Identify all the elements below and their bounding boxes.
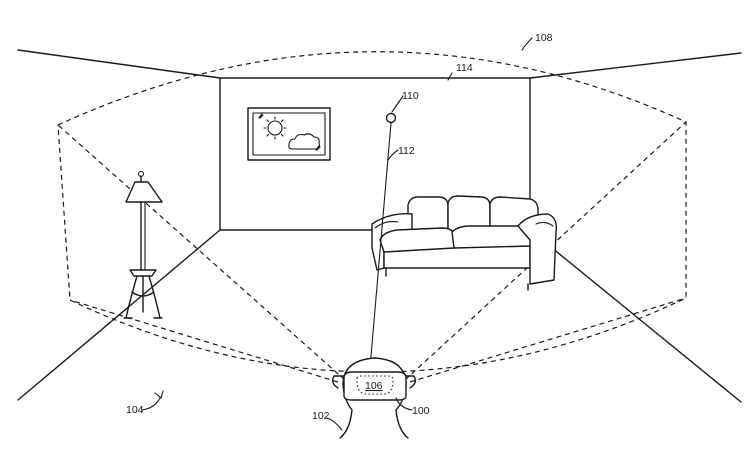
label-102: 102 <box>312 410 330 422</box>
floor-lamp <box>124 172 162 319</box>
label-106: 106 <box>365 380 383 392</box>
target-point <box>387 114 396 123</box>
label-112: 112 <box>398 145 415 157</box>
picture-frame <box>248 108 330 160</box>
ceiling-edge-right <box>530 53 741 78</box>
label-108: 108 <box>535 32 553 44</box>
user-head <box>333 358 416 438</box>
field-of-view-boundary <box>58 52 686 372</box>
label-104: 104 <box>126 404 144 416</box>
ceiling-edge-left <box>18 50 220 78</box>
floor-edge-right <box>530 230 741 402</box>
label-110: 110 <box>402 90 419 102</box>
room-arrowhead <box>155 391 163 398</box>
label-100: 100 <box>412 405 430 417</box>
couch <box>372 196 556 290</box>
label-114: 114 <box>456 62 473 74</box>
